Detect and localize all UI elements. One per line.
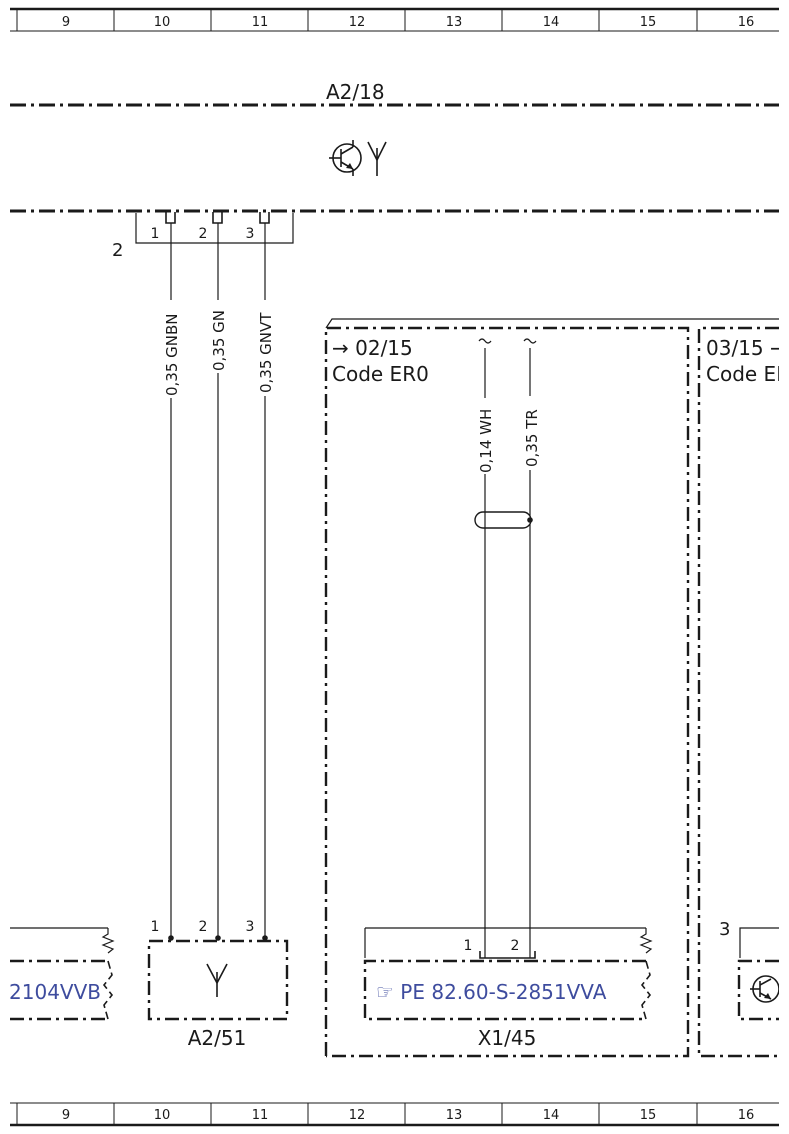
column-label: 15 xyxy=(640,1108,657,1123)
wire-label: 0,35 GNBN xyxy=(163,313,181,396)
column-label: 16 xyxy=(738,1108,755,1123)
twisted-pair-icon xyxy=(474,511,533,529)
connector-2-label: 2 xyxy=(112,240,123,261)
reference-link[interactable]: 2104VVB xyxy=(9,980,101,1004)
pin-label: 3 xyxy=(246,226,255,242)
column-label: 11 xyxy=(252,1108,269,1123)
variant-box-right: 03/15 → Code ER 3 xyxy=(697,326,789,1058)
variant-code: Code ER xyxy=(706,362,789,386)
pin-label: 2 xyxy=(199,226,208,242)
pin-label: 2 xyxy=(199,919,208,935)
variant-code: Code ER0 xyxy=(332,362,429,386)
antenna-icon xyxy=(367,141,387,176)
pin-label: 3 xyxy=(719,919,730,940)
module-a2-18: A2/18 xyxy=(10,80,779,213)
wire-label: 0,35 TR xyxy=(523,409,541,467)
bottom-column-ruler: 9 10 11 12 13 14 15 16 xyxy=(10,1102,779,1127)
transistor-icon xyxy=(329,140,362,176)
antenna-icon xyxy=(206,963,228,997)
column-label: 16 xyxy=(738,15,755,30)
column-label: 13 xyxy=(446,1108,463,1123)
pin-label: 3 xyxy=(246,919,255,935)
column-label: 12 xyxy=(349,15,366,30)
wire-label: 0,35 GNVT xyxy=(257,312,275,393)
connector-x1-45-label: X1/45 xyxy=(478,1026,537,1050)
connector-2: 2 1 2 3 xyxy=(112,212,294,261)
column-label: 10 xyxy=(154,1108,171,1123)
column-label: 9 xyxy=(62,1108,70,1123)
variant-box-er0: → 02/15 Code ER0 0,14 WH 0,35 TR 1 2 xyxy=(324,318,779,1058)
pin-label: 1 xyxy=(151,226,160,242)
variant-ref: 03/15 → xyxy=(706,336,787,360)
column-label: 14 xyxy=(543,15,560,30)
pin-label: 2 xyxy=(511,938,520,954)
pin-label: 1 xyxy=(464,938,473,954)
socket-terminal xyxy=(259,212,270,224)
socket-terminal xyxy=(212,212,223,224)
column-label: 13 xyxy=(446,15,463,30)
pin-label: 1 xyxy=(151,919,160,935)
reference-link[interactable]: ☞ PE 82.60-S-2851VVA xyxy=(376,980,607,1004)
transistor-icon xyxy=(750,975,779,1003)
column-label: 12 xyxy=(349,1108,366,1123)
column-label: 10 xyxy=(154,15,171,30)
column-label: 11 xyxy=(252,15,269,30)
wire-label: 0,14 WH xyxy=(477,409,495,473)
column-label: 14 xyxy=(543,1108,560,1123)
connector-x1-45: 1 2 ☞ PE 82.60-S-2851VVA X1/45 xyxy=(363,927,653,1050)
wires-left: 0,35 GNBN 0,35 GN 0,35 GNVT xyxy=(163,223,275,941)
left-reference-block: 2104VVB xyxy=(9,927,115,1021)
wire-label: 0,35 GN xyxy=(210,310,228,371)
column-label: 9 xyxy=(62,15,70,30)
top-column-ruler: 9 10 11 12 13 14 15 16 xyxy=(10,7,779,32)
module-a2-51: 1 2 3 A2/51 xyxy=(147,919,289,1050)
socket-terminal xyxy=(165,212,176,224)
column-label: 15 xyxy=(640,15,657,30)
variant-ref: → 02/15 xyxy=(332,336,413,360)
module-a2-51-label: A2/51 xyxy=(188,1026,247,1050)
module-a2-18-label: A2/18 xyxy=(326,80,385,104)
